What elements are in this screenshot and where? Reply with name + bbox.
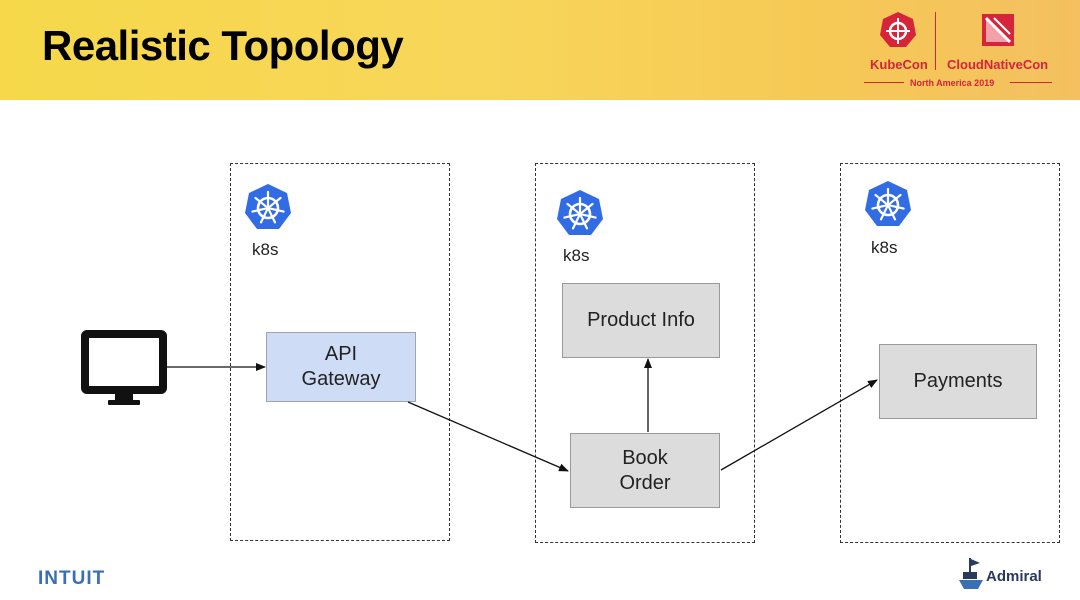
desktop-monitor-icon[interactable] [81,330,167,405]
cluster-3 [840,163,1060,543]
product-info-node[interactable]: Product Info [562,283,720,358]
cluster-3-label: k8s [871,238,898,257]
arrow-bookorder-to-payments [720,379,878,471]
intuit-logo: INTUIT [38,568,106,589]
slide-title: Realistic Topology [42,22,404,69]
payments-label: Payments [913,370,1003,392]
product-info-label: Product Info [587,309,695,331]
event-name: North America 2019 [910,78,995,88]
book-order-label: Book Order [619,446,671,494]
kubecon-text: KubeCon [870,57,928,72]
arrow-gateway-to-bookorder [407,401,569,472]
kubecon-mark-icon [880,12,916,47]
admiral-logo: Admiral [958,556,1058,592]
cluster-1-label: k8s [252,240,279,259]
api-gateway-label: API Gateway [301,343,381,390]
cluster-2-label: k8s [563,246,590,265]
cloudnativecon-mark-icon [982,14,1014,46]
admiral-text: Admiral [986,568,1042,585]
logo-divider [935,12,936,70]
slide-header: Realistic Topology KubeCon CloudNativeCo… [0,0,1080,100]
payments-node[interactable]: Payments [879,344,1037,419]
cluster-2 [535,163,755,543]
api-gateway-node[interactable]: API Gateway [266,332,416,402]
kubecon-logo: KubeCon CloudNativeCon North America 201… [858,6,1058,94]
cluster-1 [230,163,450,541]
logo-rule-right [1010,82,1052,83]
ship-icon [959,558,983,589]
cloudnativecon-text: CloudNativeCon [947,57,1049,72]
logo-rule-left [864,82,904,83]
book-order-node[interactable]: Book Order [570,433,720,508]
